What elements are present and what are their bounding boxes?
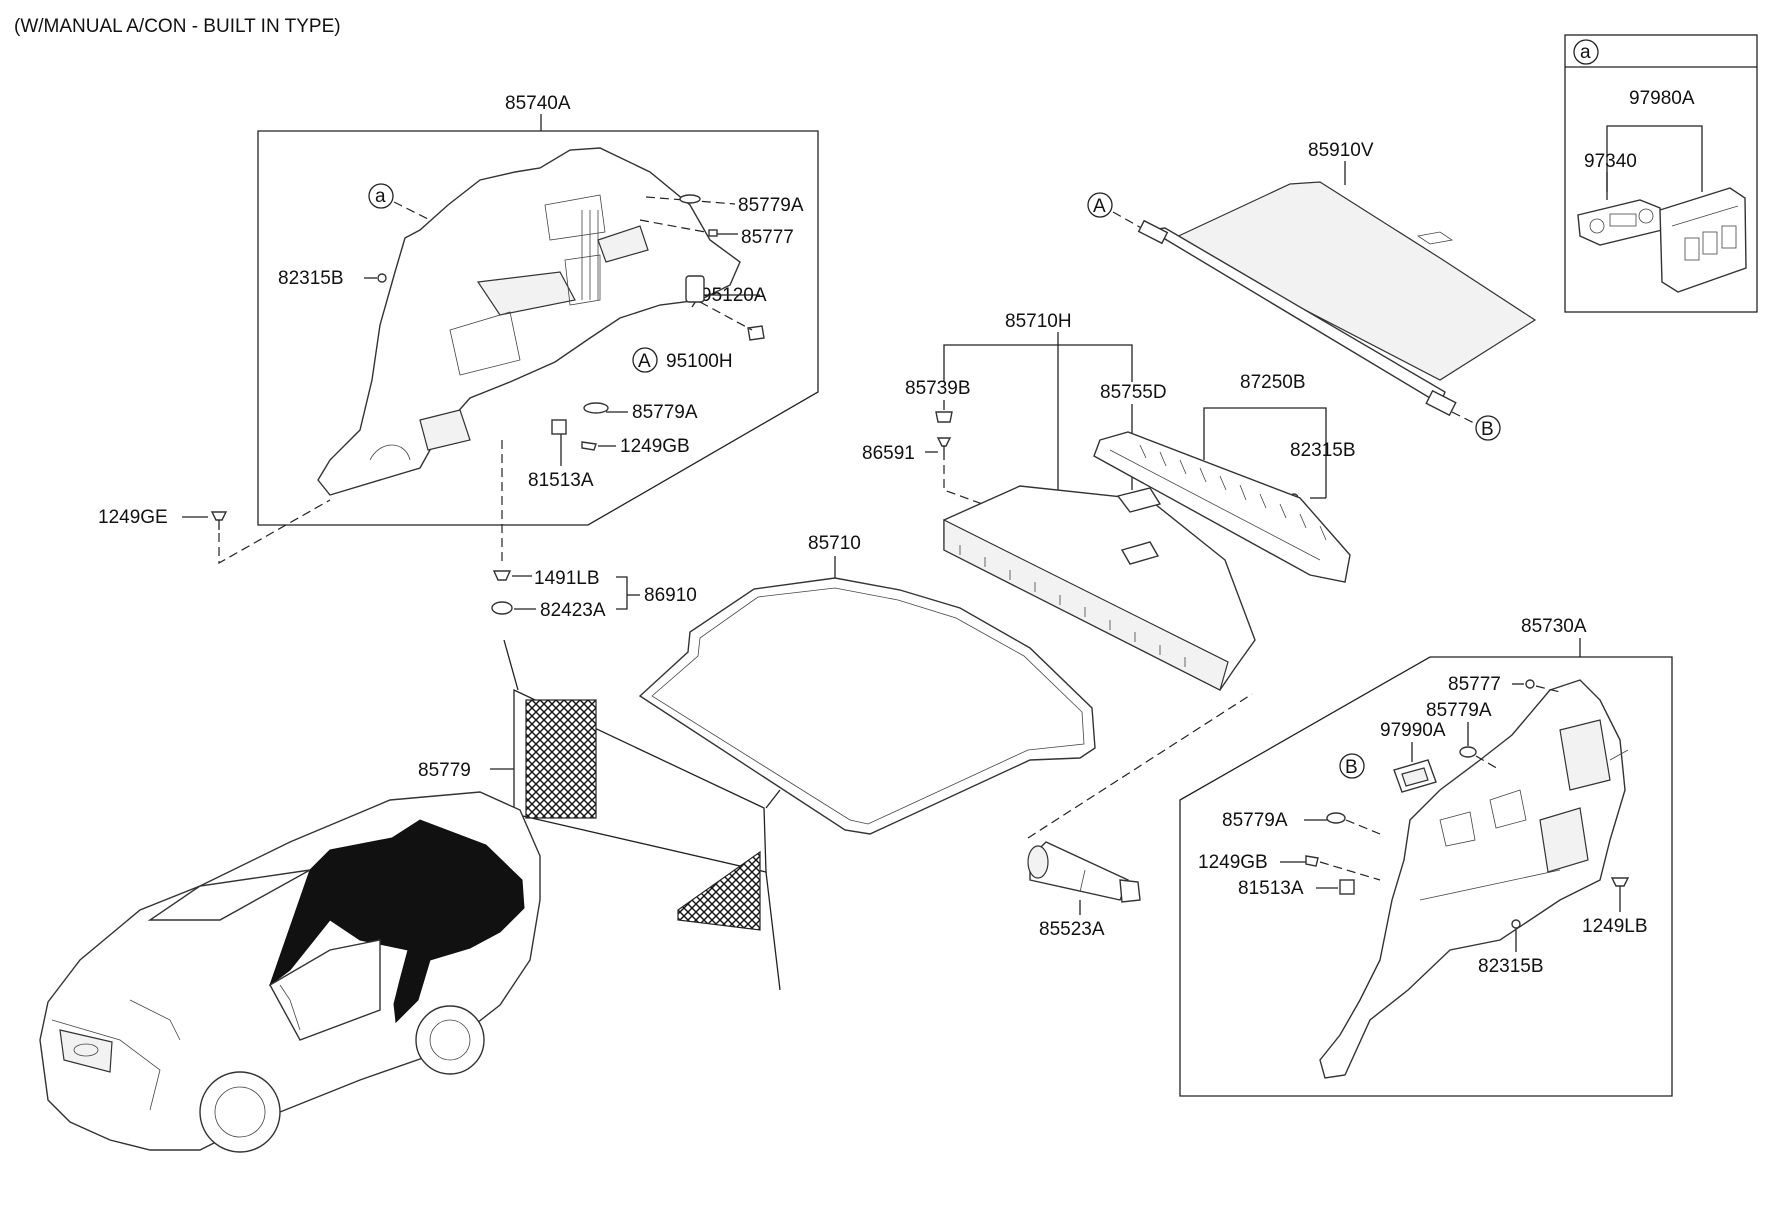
label-87250B: 87250B	[1240, 372, 1306, 393]
switch-97990A-icon	[1393, 759, 1437, 793]
ref-B-rh: B	[1345, 757, 1358, 778]
label-85739B: 85739B	[905, 378, 971, 399]
label-85740A: 85740A	[505, 93, 571, 114]
ref-A-screen: A	[1093, 196, 1106, 217]
label-86910: 86910	[644, 585, 697, 606]
canister-85523A-part	[1027, 841, 1141, 903]
quarter-trim-rh-part	[1319, 679, 1629, 1079]
ref-A-lh: A	[638, 351, 651, 372]
quarter-trim-lh-part	[317, 147, 741, 496]
vehicle-illustration	[39, 791, 541, 1153]
ref-a-lh: a	[375, 186, 386, 207]
cargo-screen-part	[1137, 181, 1537, 417]
label-85523A: 85523A	[1039, 919, 1105, 940]
quarter-trim-lh-box	[257, 130, 819, 526]
label-85910V: 85910V	[1308, 140, 1374, 161]
trunk-sill-plate-part	[1093, 431, 1351, 583]
ac-panel-housing-icon	[1659, 187, 1747, 293]
luggage-board-part	[943, 485, 1256, 691]
label-97980A: 97980A	[1629, 88, 1695, 109]
label-82315B-2: 82315B	[1290, 440, 1356, 461]
label-82315B-1: 82315B	[278, 268, 344, 289]
label-81513A-1: 81513A	[528, 470, 594, 491]
label-1249LB: 1249LB	[1582, 916, 1648, 937]
label-1491LB: 1491LB	[534, 568, 600, 589]
label-85779A-2: 85779A	[632, 402, 698, 423]
label-1249GB-1: 1249GB	[620, 436, 690, 457]
label-97990A: 97990A	[1380, 720, 1446, 741]
label-85779: 85779	[418, 760, 471, 781]
label-85779A-4: 85779A	[1222, 810, 1288, 831]
label-85779A-3: 85779A	[1426, 700, 1492, 721]
label-82423A: 82423A	[540, 600, 606, 621]
label-81513A-2: 81513A	[1238, 878, 1304, 899]
label-97340: 97340	[1584, 151, 1637, 172]
label-95100H: 95100H	[666, 351, 733, 372]
label-85779A-1: 85779A	[738, 195, 804, 216]
inset-a-box: a 97980A 97340	[1564, 34, 1758, 313]
label-85777-2: 85777	[1448, 674, 1501, 695]
label-85755D: 85755D	[1100, 382, 1167, 403]
ref-a-inset: a	[1580, 42, 1591, 63]
luggage-tray-part	[638, 577, 1096, 835]
label-85777-1: 85777	[741, 227, 794, 248]
quarter-trim-rh-box	[1179, 656, 1673, 1097]
label-1249GB-2: 1249GB	[1198, 852, 1268, 873]
label-85710: 85710	[808, 533, 861, 554]
label-1249GE: 1249GE	[98, 507, 168, 528]
ref-B-screen: B	[1481, 419, 1494, 440]
ac-control-panel-icon	[1577, 199, 1663, 246]
label-86591: 86591	[862, 443, 915, 464]
net-mesh-right	[677, 850, 761, 931]
cargo-net-part	[497, 639, 781, 991]
label-82315B-3: 82315B	[1478, 956, 1544, 977]
label-85710H: 85710H	[1005, 311, 1072, 332]
diagram-header: (W/MANUAL A/CON - BUILT IN TYPE)	[14, 16, 341, 37]
net-mesh-left	[525, 699, 597, 819]
label-85730A: 85730A	[1521, 616, 1587, 637]
